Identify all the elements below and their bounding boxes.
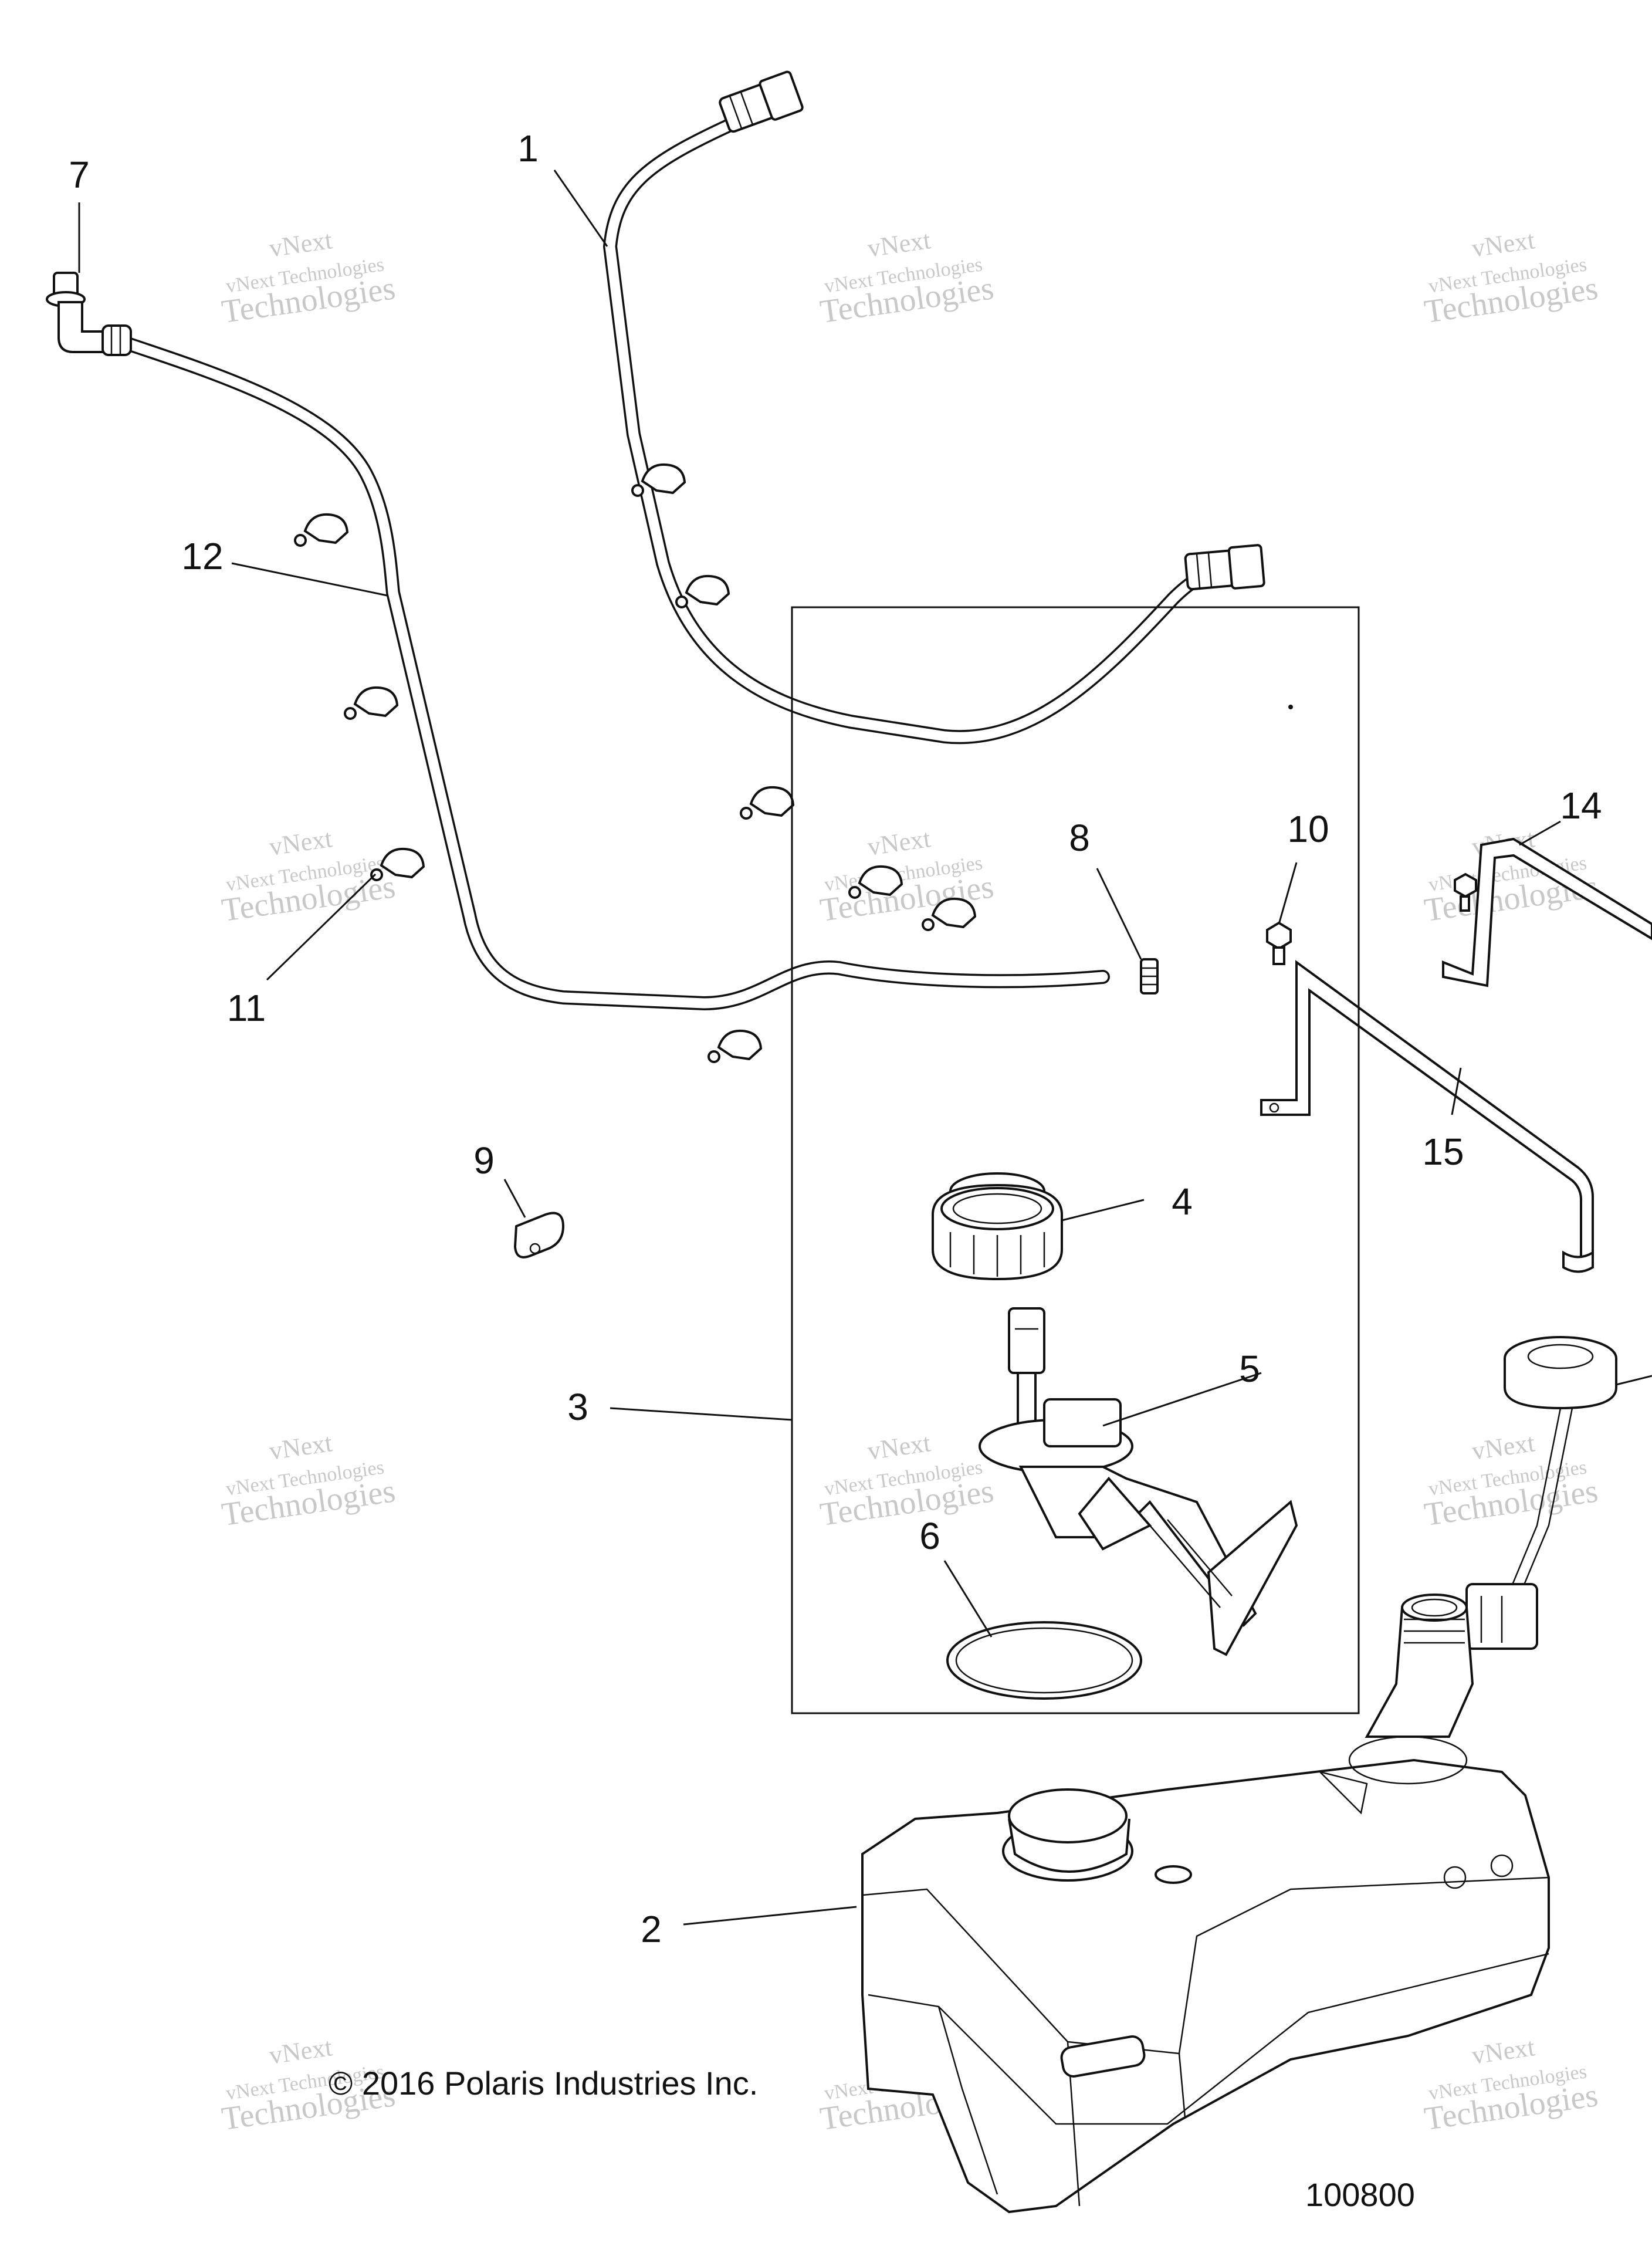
part-15-strap: [1260, 960, 1594, 1273]
callout-6: 6: [919, 1515, 940, 1557]
watermark: vNext vNext Technologies Technologies: [219, 824, 398, 929]
connector-top: [719, 70, 804, 133]
watermark: vNext vNext Technologies Technologies: [1422, 225, 1600, 330]
callout-15: 15: [1422, 1131, 1464, 1173]
callout-7: 7: [69, 154, 90, 196]
leaders: [78, 170, 1561, 1926]
callout-2: 2: [641, 1908, 662, 1950]
part-2-fuel-tank: [861, 1594, 1550, 2214]
clip: [707, 1029, 763, 1063]
part-14-strap: [1442, 837, 1652, 987]
watermark: vNext vNext Technologies Technologies: [1422, 824, 1600, 929]
svg-text:vNext: vNext: [268, 2032, 334, 2069]
svg-text:vNext: vNext: [268, 225, 334, 262]
clip: [675, 574, 730, 608]
diagram-code: 100800: [1305, 2176, 1415, 2213]
svg-text:vNext: vNext: [1470, 225, 1536, 262]
callout-1: 1: [517, 127, 539, 170]
clip: [294, 513, 349, 547]
part-6-o-ring: [946, 1621, 1142, 1700]
callout-5: 5: [1239, 1348, 1260, 1390]
watermark: vNext vNext Technologies Technologies: [818, 1428, 996, 1533]
part-1-fuel-line: [603, 70, 1265, 745]
part-8-screw: [1140, 958, 1159, 994]
fuel-pump-assembly-box: [791, 606, 1360, 1714]
callout-11: 11: [227, 987, 266, 1029]
callout-14: 14: [1560, 784, 1602, 827]
svg-text:vNext: vNext: [268, 1428, 334, 1465]
part-11-hose-clips: [294, 463, 977, 1063]
watermark: vNext vNext Technologies Technologies: [1422, 2032, 1600, 2137]
callout-labels: 7 1 12 11 8 10 14 15 9 4 5 3 6 2: [69, 127, 1602, 1950]
copyright-text: © 2016 Polaris Industries Inc.: [329, 2065, 758, 2102]
callout-10: 10: [1287, 808, 1329, 850]
callout-12: 12: [181, 535, 223, 577]
part-5-fuel-pump: [979, 1307, 1298, 1656]
bolt-14: [1454, 872, 1477, 912]
callout-8: 8: [1069, 817, 1090, 859]
watermark: vNext vNext Technologies Technologies: [818, 225, 996, 330]
part-4-lock-ring: [932, 1172, 1063, 1281]
part-7-elbow-fitting: [46, 272, 132, 356]
part-10-bolt: [1266, 921, 1292, 965]
clip: [370, 847, 425, 881]
svg-text:vNext: vNext: [866, 1428, 932, 1465]
clip: [631, 463, 686, 497]
svg-text:vNext: vNext: [1470, 1428, 1536, 1465]
callout-9: 9: [473, 1139, 495, 1182]
watermark: vNext vNext Technologies Technologies: [219, 1428, 398, 1533]
clip: [740, 786, 795, 820]
part-9-clamp: [513, 1212, 565, 1259]
watermark: vNext vNext Technologies Technologies: [1422, 1428, 1600, 1533]
svg-text:vNext: vNext: [866, 824, 932, 861]
part-12-vent-hose: [119, 336, 1110, 1010]
svg-text:vNext: vNext: [268, 824, 334, 861]
callout-4: 4: [1172, 1180, 1193, 1223]
clip: [344, 686, 399, 720]
connector-right: [1184, 544, 1265, 591]
svg-text:vNext: vNext: [866, 225, 932, 262]
svg-text:vNext: vNext: [1470, 2032, 1536, 2069]
callout-3: 3: [567, 1386, 588, 1428]
dot: [1288, 705, 1293, 709]
fuel-cap-sender: [1465, 1336, 1652, 1650]
clip: [922, 897, 977, 931]
watermark: vNext vNext Technologies Technologies: [219, 225, 398, 330]
clip: [848, 865, 903, 899]
